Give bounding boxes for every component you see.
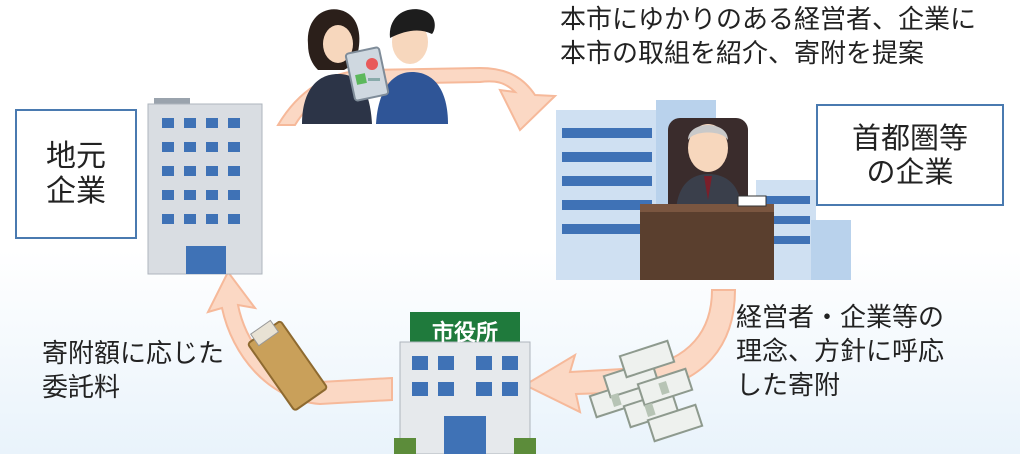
local-company-building-illustration [147,98,263,275]
donation-flow-line-1: 経営者・企業等の [736,303,945,333]
commission-flow-line-1: 寄附額に応じた [42,339,225,369]
donation-flow-label: 経営者・企業等の 理念、方針に呼応 した寄附 [736,302,944,403]
envelope-illustration [247,319,328,411]
local-company-label-box: 地元 企業 [15,109,137,239]
introduce-flow-line-1: 本市にゆかりのある経営者、企業に [560,5,977,35]
metro-company-label-box: 首都圏等 の企業 [816,104,1004,206]
city-hall-sign: 市役所 [431,321,498,346]
consultation-people-illustration [302,9,448,124]
money-stack-illustration [588,339,704,443]
donation-flow-line-2: 理念、方針に呼応 [736,336,945,367]
donation-flow-line-3: した寄附 [736,370,841,401]
commission-flow-line-2: 委託料 [42,372,121,403]
commission-flow-label: 寄附額に応じた 委託料 [42,338,224,406]
introduce-flow-line-2: 本市の取組を紹介、寄附を提案 [560,38,925,69]
introduce-flow-label: 本市にゆかりのある経営者、企業に 本市の取組を紹介、寄附を提案 [560,4,976,72]
metro-company-office-illustration [556,100,856,280]
metro-company-label-line-1: 首都圏等 [851,120,968,155]
local-company-label-line-2: 企業 [46,174,106,209]
local-company-label-line-1: 地元 [46,138,106,174]
metro-company-label-line-2: の企業 [866,155,954,189]
city-hall-building: 市役所 [394,312,536,454]
